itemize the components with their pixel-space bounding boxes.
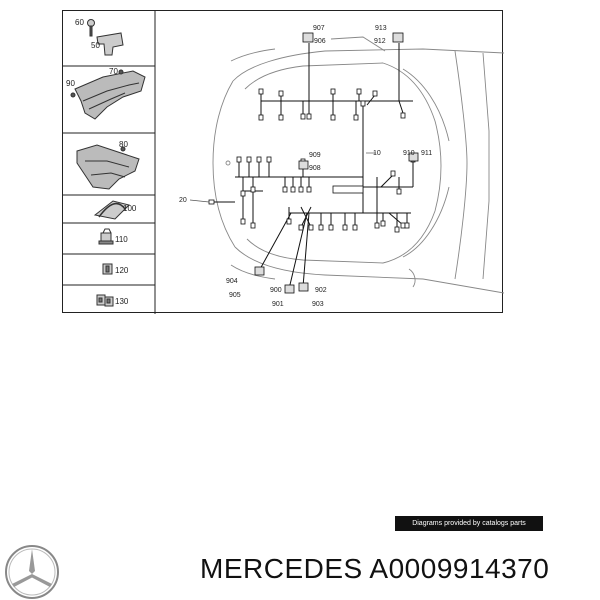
part-label: 80 xyxy=(119,140,128,149)
callout-labels: 907 906 913 912 909 908 10 910 911 20 90… xyxy=(179,25,432,308)
callout-903: 903 xyxy=(312,301,324,308)
callout-910: 910 xyxy=(403,150,415,157)
callout-leaders xyxy=(189,152,376,203)
callout-913: 913 xyxy=(375,25,387,32)
part-label: 130 xyxy=(115,297,129,306)
callout-901: 901 xyxy=(272,301,284,308)
part-label: 90 xyxy=(66,79,75,88)
part-label: 100 xyxy=(123,204,137,213)
cable-tie-icon xyxy=(93,200,130,220)
callout-904: 904 xyxy=(226,278,238,285)
bolt-and-bracket-icon xyxy=(87,19,124,56)
connector-terminals xyxy=(208,32,419,294)
callout-908: 908 xyxy=(309,165,321,172)
callout-912: 912 xyxy=(374,38,386,45)
wiring-channel-side-icon xyxy=(76,144,140,190)
wiring-channel-front-icon xyxy=(70,69,146,120)
callout-907: 907 xyxy=(313,25,325,32)
clip-icon xyxy=(98,228,114,245)
callout-900: 900 xyxy=(270,287,282,294)
part-label: 70 xyxy=(109,67,118,76)
part-label: 120 xyxy=(115,266,129,275)
product-title: MERCEDES A0009914370 xyxy=(200,553,550,584)
double-connector-icon xyxy=(96,294,114,307)
mercedes-star-icon xyxy=(5,545,59,599)
part-label: 110 xyxy=(115,235,128,244)
callout-10: 10 xyxy=(373,150,381,157)
connector-housing-icon xyxy=(102,263,113,275)
part-label: 60 xyxy=(75,18,84,27)
callout-20: 20 xyxy=(179,197,187,204)
callout-906: 906 xyxy=(314,38,326,45)
callout-905: 905 xyxy=(229,292,241,299)
callout-911: 911 xyxy=(421,150,432,157)
wiring-harness-diagram: 60 50 70 90 80 100 110 120 xyxy=(62,10,505,314)
callout-909: 909 xyxy=(309,152,321,159)
vehicle-outline xyxy=(212,36,505,294)
catalog-credit: Diagrams provided by catalogs parts xyxy=(395,516,543,531)
part-label: 50 xyxy=(91,41,100,50)
callout-902: 902 xyxy=(315,287,327,294)
